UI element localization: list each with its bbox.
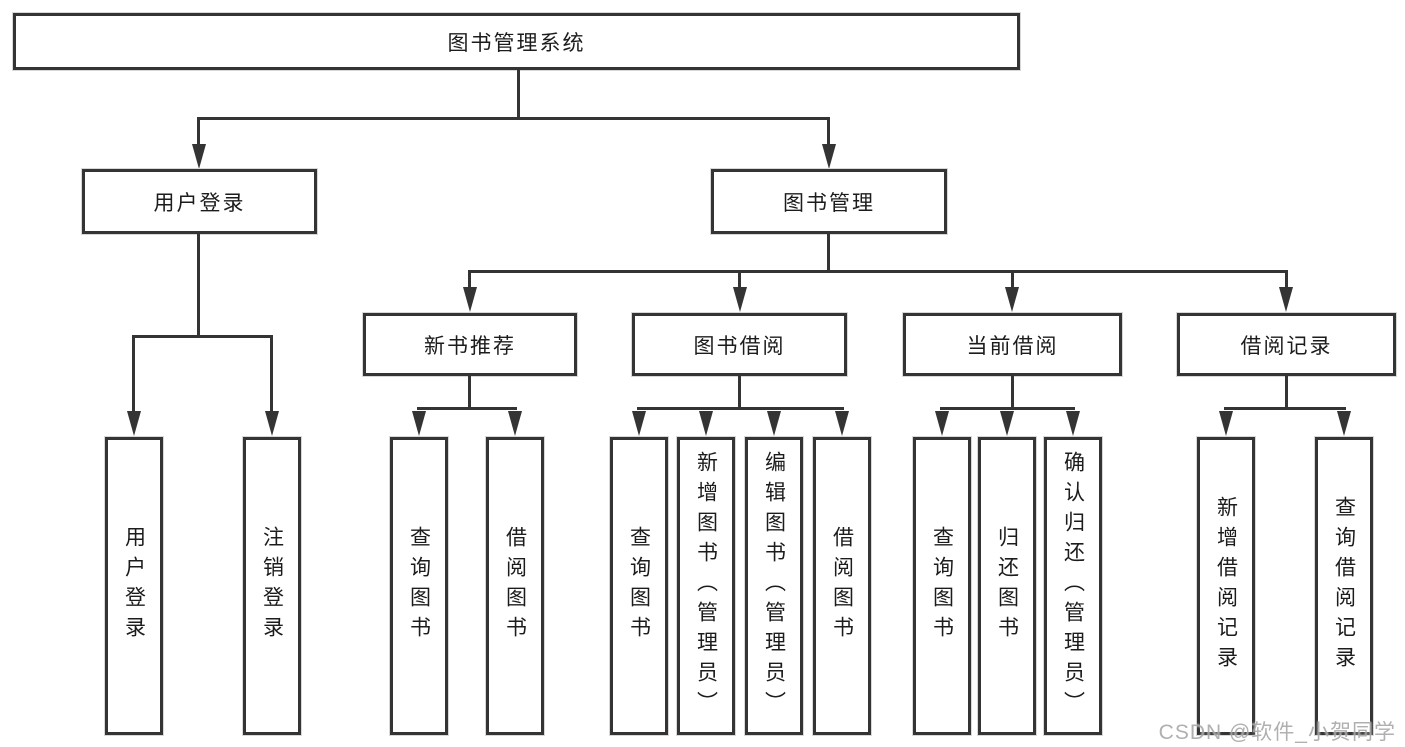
arrow-down-icon — [835, 411, 849, 436]
connector-line — [1285, 270, 1288, 290]
connector-line — [197, 117, 200, 147]
arrow-down-icon — [822, 144, 836, 169]
arrow-down-icon — [1279, 287, 1293, 312]
connector-line — [637, 407, 844, 410]
arrow-down-icon — [1219, 411, 1233, 436]
arrow-down-icon — [508, 411, 522, 436]
node-current-borrowing: 当前借阅 — [903, 313, 1122, 376]
connector-line — [517, 69, 520, 118]
node-leaf-borrow-books-borrowing: 借阅图书 — [813, 437, 871, 735]
arrow-down-icon — [1000, 411, 1014, 436]
arrow-down-icon — [632, 411, 646, 436]
connector-line — [132, 335, 273, 338]
node-user-login: 用户登录 — [82, 169, 317, 234]
arrow-down-icon — [412, 411, 426, 436]
node-leaf-add-books-admin: 新增图书（管理员） — [677, 437, 735, 735]
arrow-down-icon — [463, 287, 477, 312]
arrow-down-icon — [1337, 411, 1351, 436]
connector-line — [132, 335, 135, 414]
connector-line — [468, 270, 471, 290]
connector-line — [197, 117, 830, 120]
arrow-down-icon — [935, 411, 949, 436]
arrow-down-icon — [265, 411, 279, 436]
arrow-down-icon — [127, 411, 141, 436]
connector-line — [1224, 407, 1346, 410]
node-leaf-confirm-return-admin: 确认归还（管理员） — [1044, 437, 1102, 735]
watermark: CSDN @软件_小贺同学 — [1158, 721, 1396, 744]
arrow-down-icon — [699, 411, 713, 436]
node-leaf-edit-books-admin: 编辑图书（管理员） — [745, 437, 803, 735]
node-new-book-recommendation: 新书推荐 — [363, 313, 577, 376]
node-leaf-borrow-books-recommend: 借阅图书 — [486, 437, 544, 735]
connector-line — [270, 335, 273, 414]
arrow-down-icon — [767, 411, 781, 436]
connector-line — [827, 234, 830, 272]
node-leaf-query-borrow-record: 查询借阅记录 — [1315, 437, 1373, 735]
node-leaf-user-login: 用户登录 — [105, 437, 163, 735]
connector-line — [1285, 376, 1288, 410]
node-leaf-return-books: 归还图书 — [978, 437, 1036, 735]
connector-line — [417, 407, 517, 410]
node-leaf-logout: 注销登录 — [243, 437, 301, 735]
node-leaf-query-books-borrowing: 查询图书 — [610, 437, 668, 735]
arrow-down-icon — [733, 287, 747, 312]
connector-line — [197, 234, 200, 337]
node-leaf-query-books-recommend: 查询图书 — [390, 437, 448, 735]
node-leaf-query-books-current: 查询图书 — [913, 437, 971, 735]
arrow-down-icon — [192, 144, 206, 169]
connector-line — [940, 407, 1075, 410]
arrow-down-icon — [1066, 411, 1080, 436]
connector-line — [738, 270, 741, 290]
node-leaf-add-borrow-record: 新增借阅记录 — [1197, 437, 1255, 735]
connector-line — [1011, 376, 1014, 410]
node-borrowing-records: 借阅记录 — [1177, 313, 1396, 376]
arrow-down-icon — [1005, 287, 1019, 312]
node-root: 图书管理系统 — [13, 13, 1020, 70]
connector-line — [468, 376, 471, 410]
connector-line — [827, 117, 830, 147]
node-book-borrowing: 图书借阅 — [632, 313, 847, 376]
connector-line — [738, 376, 741, 410]
connector-line — [1011, 270, 1014, 290]
connector-line — [468, 270, 1287, 273]
node-book-management: 图书管理 — [711, 169, 947, 234]
